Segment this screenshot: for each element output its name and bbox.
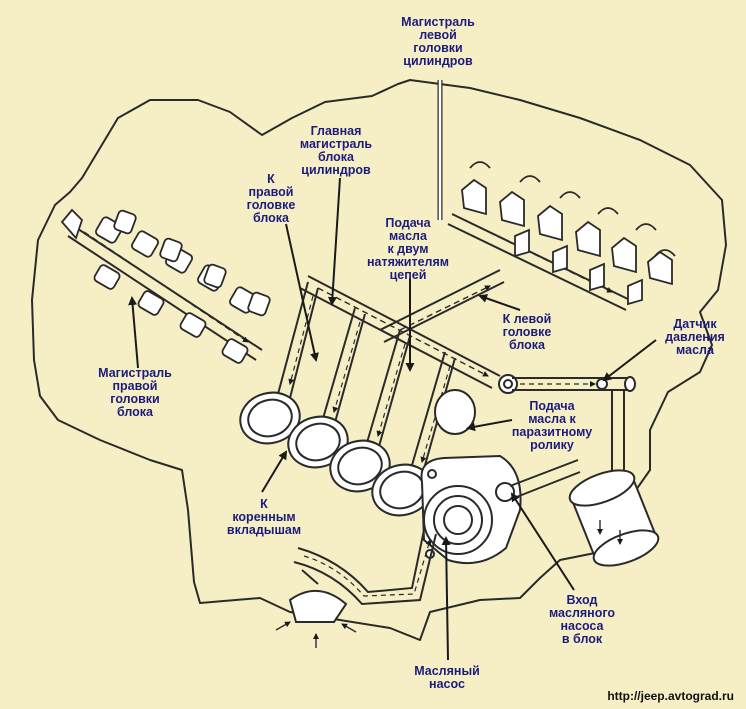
oil-pickup	[275, 529, 437, 648]
label-to-main-bearings: К коренным вкладышам	[226, 497, 302, 537]
label-oil-pump: Масляный насос	[414, 664, 480, 691]
left-head-rocker-mounts	[461, 161, 676, 306]
label-left-head-gallery: Магистраль левой головки цилиндров	[401, 15, 475, 68]
label-idler-feed: Подача масла к паразитному ролику	[511, 399, 593, 452]
label-to-left-head: К левой головке блока	[502, 312, 552, 352]
idler-and-tensioner-parts	[434, 374, 518, 435]
label-main-gallery: Главная магистраль блока цилиндров	[299, 124, 373, 177]
label-pressure-sensor: Датчик давления масла	[665, 317, 725, 357]
label-pump-inlet: Вход масляного насоса в блок	[548, 593, 616, 646]
label-right-head-gallery: Магистраль правой головки блока	[98, 366, 172, 419]
right-head-rocker-mounts	[60, 208, 271, 364]
leader-arrows	[128, 177, 657, 661]
main-gallery	[299, 269, 505, 389]
label-to-right-head: К правой головке блока	[246, 172, 296, 225]
main-bearing-feeds	[277, 281, 456, 477]
oil-filter	[568, 469, 660, 567]
label-tensioner-feed: Подача масла к двум натяжителям цепей	[366, 216, 450, 282]
main-bearing-rings	[239, 391, 433, 517]
source-url: http://jeep.avtograd.ru	[607, 689, 734, 703]
